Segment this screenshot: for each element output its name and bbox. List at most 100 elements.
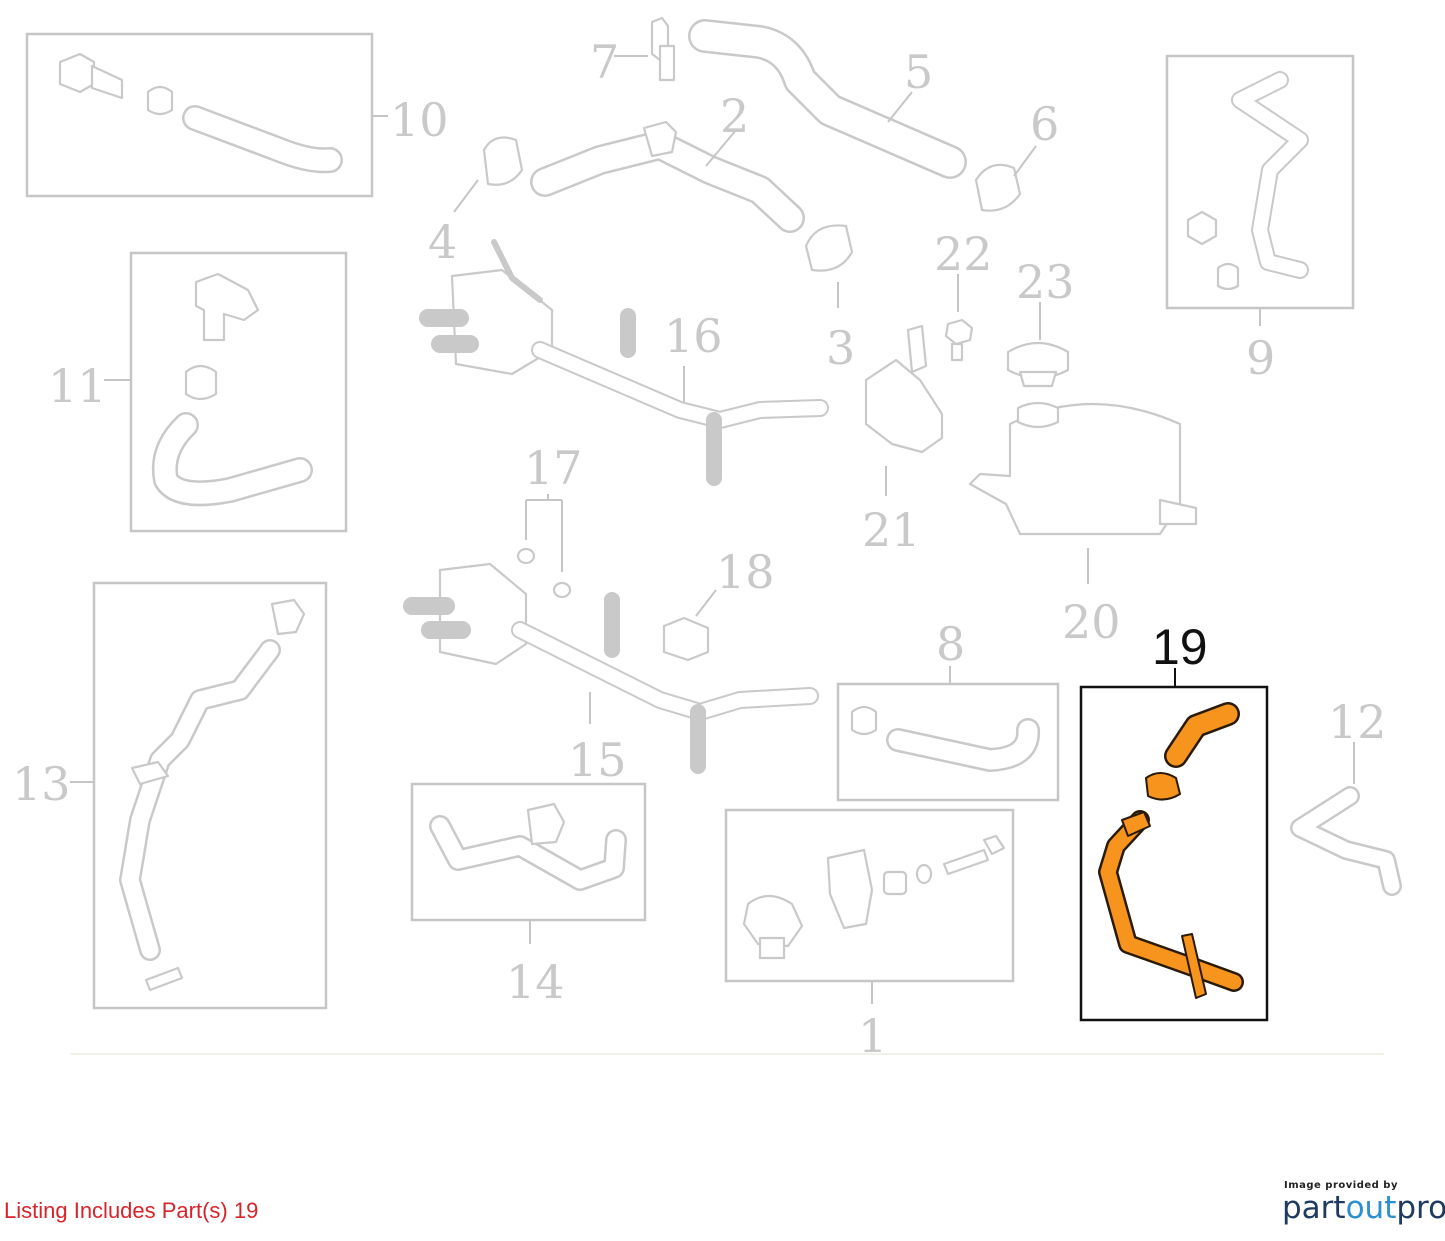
part-2-group: 2 bbox=[530, 89, 805, 233]
part-5-group: 5 bbox=[688, 19, 967, 179]
part-20-outlet bbox=[1158, 498, 1198, 526]
part-4-group: 4 bbox=[428, 136, 524, 269]
part-17-washer-b bbox=[552, 581, 572, 599]
callout-20: 20 bbox=[1062, 595, 1121, 649]
part-10-hose-inner bbox=[184, 107, 341, 171]
part-12-group: 12 bbox=[1290, 695, 1402, 896]
part-1-bracket bbox=[826, 848, 874, 930]
part-17-washer-a bbox=[516, 547, 536, 565]
callout-17: 17 bbox=[524, 441, 583, 495]
part-18-group: 18 bbox=[662, 545, 775, 662]
part-22-bolt-shank bbox=[950, 342, 964, 362]
part-1-bolt-head bbox=[982, 834, 1006, 856]
part-11-group: 11 bbox=[48, 251, 348, 533]
part-4-clamp bbox=[482, 136, 524, 186]
part-8-hose-inner bbox=[888, 720, 1038, 770]
part-23-group: 23 bbox=[1006, 255, 1075, 388]
part-5-leader bbox=[887, 91, 913, 123]
part-15-group: 15 bbox=[403, 562, 819, 787]
callout-8: 8 bbox=[936, 617, 965, 671]
part-11-elbow bbox=[194, 272, 260, 342]
part-15-stubs bbox=[403, 597, 471, 639]
part-2-clip bbox=[642, 120, 678, 158]
part-20-neck bbox=[1016, 401, 1060, 429]
part-7-group: 7 bbox=[590, 16, 676, 89]
part-9-clamp bbox=[1216, 262, 1240, 291]
part-11-clamp bbox=[184, 364, 218, 401]
part-6-leader bbox=[1013, 145, 1037, 177]
part-10-clamp bbox=[146, 85, 174, 116]
part-13-hose-inner bbox=[121, 641, 279, 959]
part-5-hose-inner bbox=[690, 21, 965, 177]
part-16-group: 16 bbox=[419, 239, 829, 486]
part-19-clamp bbox=[1145, 772, 1181, 801]
part-8-box bbox=[836, 682, 1060, 802]
callout-22: 22 bbox=[934, 227, 993, 281]
callout-7: 7 bbox=[590, 35, 619, 89]
part-13-tag bbox=[144, 966, 184, 992]
part-9-group: 9 bbox=[1165, 54, 1355, 385]
part-22-bolt-head bbox=[944, 318, 974, 346]
image-credit: Image provided by partoutpro bbox=[1282, 1180, 1445, 1226]
part-19-bracket bbox=[1181, 933, 1207, 999]
part-10-group: 10 bbox=[25, 32, 449, 198]
part-8-clamp bbox=[850, 705, 878, 736]
callout-12: 12 bbox=[1328, 695, 1387, 749]
part-21-tab bbox=[906, 324, 928, 374]
callout-11: 11 bbox=[48, 359, 107, 413]
part-11-hose-inner bbox=[154, 414, 311, 504]
part-3-clamp bbox=[804, 224, 854, 272]
callout-16: 16 bbox=[664, 309, 723, 363]
listing-caption: Listing Includes Part(s) 19 bbox=[4, 1198, 259, 1223]
callout-14: 14 bbox=[506, 955, 565, 1009]
part-7-clip-body bbox=[658, 44, 676, 82]
callout-13: 13 bbox=[12, 757, 71, 811]
callout-18: 18 bbox=[716, 545, 775, 599]
part-1-box bbox=[724, 808, 1015, 983]
part-18-leader bbox=[695, 589, 717, 617]
credit-label: Image provided by bbox=[1284, 1180, 1398, 1191]
part-8-group: 8 bbox=[836, 617, 1060, 802]
partoutpro-logo: partoutpro bbox=[1282, 1190, 1445, 1226]
part-14-box bbox=[410, 782, 647, 922]
part-12-hose-inner bbox=[1292, 788, 1400, 894]
callout-4: 4 bbox=[428, 215, 457, 269]
part-23-cap-base bbox=[1018, 370, 1058, 388]
part-16-rod bbox=[491, 239, 543, 303]
part-19-upper-hose bbox=[1166, 704, 1238, 766]
part-18-sensor bbox=[662, 616, 710, 662]
part-6-group: 6 bbox=[974, 97, 1059, 212]
part-1-bolt bbox=[942, 848, 990, 876]
part-9-hose-inner bbox=[1233, 73, 1307, 277]
part-10-connector bbox=[58, 52, 96, 94]
logo-word-out: out bbox=[1345, 1190, 1397, 1226]
callout-2: 2 bbox=[720, 89, 749, 143]
part-13-group: 13 bbox=[12, 581, 328, 1010]
callout-23: 23 bbox=[1016, 255, 1075, 309]
part-16-branches bbox=[620, 308, 722, 486]
part-14-clip bbox=[526, 802, 566, 846]
part-13-box bbox=[92, 581, 328, 1010]
part-2-hose-inner bbox=[532, 132, 803, 231]
part-19-fitting bbox=[1121, 811, 1151, 837]
callout-19: 19 bbox=[1152, 619, 1208, 675]
callout-5: 5 bbox=[904, 45, 933, 99]
part-10-connector-body bbox=[90, 64, 124, 100]
logo-word-part: part bbox=[1282, 1190, 1346, 1226]
part-1-bushing bbox=[882, 870, 908, 896]
callout-10: 10 bbox=[390, 93, 449, 147]
part-21-group: 21 bbox=[862, 324, 944, 557]
part-1-pump-port bbox=[758, 936, 786, 960]
logo-word-pro: pro bbox=[1396, 1190, 1445, 1226]
part-6-clamp bbox=[974, 163, 1022, 212]
callout-21: 21 bbox=[862, 503, 921, 557]
part-1-washer bbox=[915, 863, 933, 885]
part-15-branches bbox=[604, 592, 706, 774]
part-17-leader bbox=[525, 494, 563, 572]
callout-9: 9 bbox=[1246, 331, 1275, 385]
part-16-stubs bbox=[419, 309, 479, 353]
part-13-clip bbox=[130, 760, 170, 786]
part-20-tank bbox=[968, 402, 1182, 536]
part-15-flange bbox=[438, 562, 528, 666]
callout-15: 15 bbox=[568, 733, 627, 787]
